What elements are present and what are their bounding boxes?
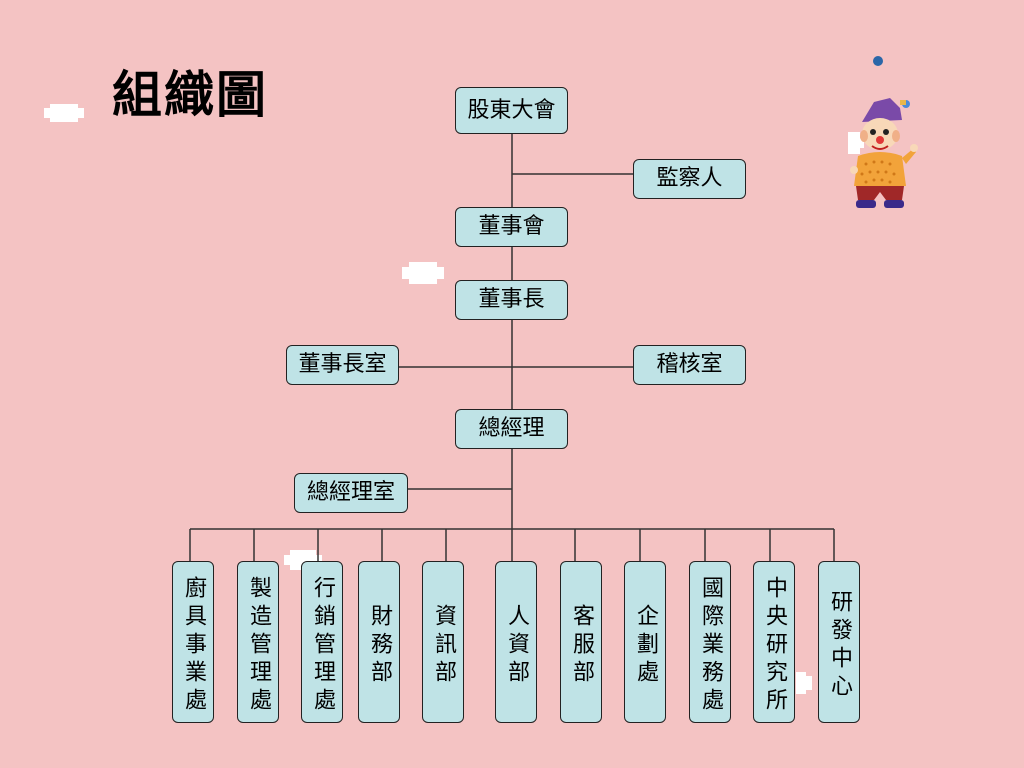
- dept-marketing: 行銷管理處: [301, 561, 343, 723]
- dept-hr: 人資部: [495, 561, 537, 723]
- page-title: 組織圖: [112, 65, 268, 124]
- dept-manufacturing: 製造管理處: [237, 561, 279, 723]
- dept-international: 國際業務處: [689, 561, 731, 723]
- clown-icon: [850, 56, 918, 208]
- cloud-icon: [402, 262, 444, 284]
- dept-kitchenware: 廚具事業處: [172, 561, 214, 723]
- dept-it: 資訊部: [422, 561, 464, 723]
- node-audit-office: 稽核室: [633, 345, 746, 385]
- node-gm-office: 總經理室: [294, 473, 408, 513]
- dept-research-institute: 中央研究所: [753, 561, 795, 723]
- dept-finance: 財務部: [358, 561, 400, 723]
- node-chairman-office: 董事長室: [286, 345, 399, 385]
- node-supervisor: 監察人: [633, 159, 746, 199]
- node-shareholders: 股東大會: [455, 87, 568, 134]
- node-board: 董事會: [455, 207, 568, 247]
- dept-customer-service: 客服部: [560, 561, 602, 723]
- cloud-icon: [848, 132, 864, 154]
- cloud-icon: [44, 104, 84, 122]
- dept-rd-center: 研發中心: [818, 561, 860, 723]
- node-general-manager: 總經理: [455, 409, 568, 449]
- node-chairman: 董事長: [455, 280, 568, 320]
- cloud-icon: [796, 672, 812, 694]
- dept-planning: 企劃處: [624, 561, 666, 723]
